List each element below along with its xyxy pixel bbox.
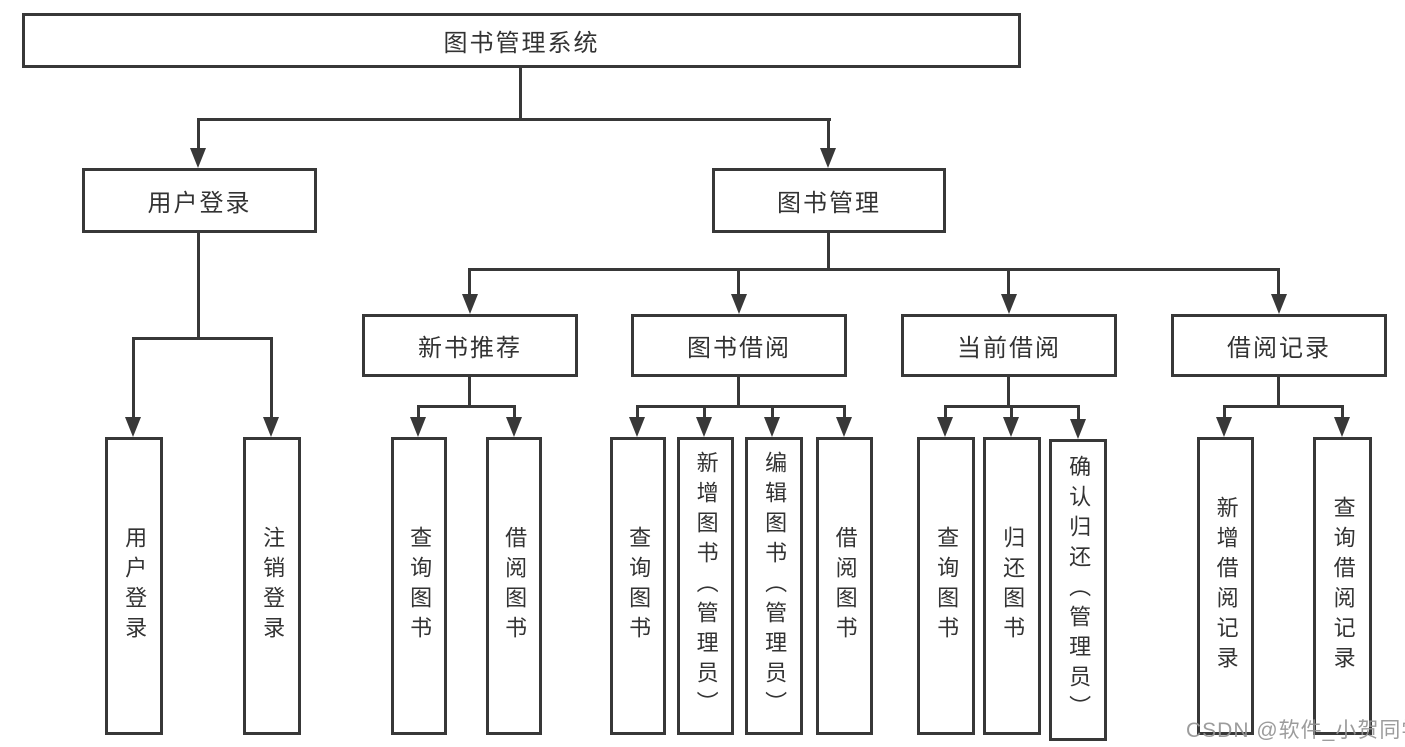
connector-group2-horizontal [636, 405, 846, 408]
connector-group4-drop-2 [1341, 405, 1344, 421]
node-root: 图书管理系统 [22, 13, 1021, 68]
node-current-borrowing-label: 当前借阅 [957, 335, 1061, 362]
arrow-down-icon [1003, 417, 1019, 437]
connector-book-mgmt-drop-2 [737, 268, 740, 298]
node-user-login: 用户登录 [82, 168, 317, 233]
arrow-down-icon [1001, 294, 1017, 314]
arrow-down-icon [410, 417, 426, 437]
leaf-recommend-borrow-books-label: 借阅图书 [502, 526, 528, 646]
leaf-add-books-admin-label: 新增图书（管理员） [693, 451, 719, 721]
connector-group1-drop-2 [513, 405, 516, 421]
connector-group4-horizontal [1223, 405, 1344, 408]
csdn-watermark: CSDN @软件_小贺同学 [1186, 719, 1405, 742]
connector-group1-drop-1 [417, 405, 420, 421]
leaf-query-borrow-record-label: 查询借阅记录 [1330, 496, 1356, 676]
arrow-down-icon [836, 417, 852, 437]
connector-group3-drop-1 [944, 405, 947, 421]
connector-group2-drop-1 [636, 405, 639, 421]
arrow-down-icon [820, 148, 836, 168]
leaf-recommend-borrow-books: 借阅图书 [486, 437, 542, 735]
connector-root-drop-left [197, 118, 200, 152]
connector-group2-drop-2 [703, 405, 706, 421]
leaf-current-query-books-label: 查询图书 [934, 526, 960, 646]
connector-book-mgmt-stem [827, 233, 830, 271]
connector-user-login-stem [197, 233, 200, 339]
arrow-down-icon [764, 417, 780, 437]
connector-group1-horizontal [417, 405, 516, 408]
arrow-down-icon [190, 148, 206, 168]
leaf-logout-label: 注销登录 [260, 526, 286, 646]
node-book-borrowing-label: 图书借阅 [687, 335, 791, 362]
leaf-add-books-admin: 新增图书（管理员） [677, 437, 734, 735]
connector-book-mgmt-drop-4 [1277, 268, 1280, 298]
leaf-current-query-books: 查询图书 [917, 437, 975, 735]
leaf-edit-books-admin-label: 编辑图书（管理员） [762, 451, 788, 721]
connector-group2-drop-4 [843, 405, 846, 421]
arrow-down-icon [1070, 419, 1086, 439]
arrow-down-icon [462, 294, 478, 314]
node-book-borrowing: 图书借阅 [631, 314, 847, 377]
leaf-edit-books-admin: 编辑图书（管理员） [745, 437, 803, 735]
node-book-management-label: 图书管理 [777, 190, 881, 217]
leaf-return-books: 归还图书 [983, 437, 1041, 735]
arrow-down-icon [506, 417, 522, 437]
leaf-return-books-label: 归还图书 [1000, 526, 1026, 646]
arrow-down-icon [696, 417, 712, 437]
node-borrowing-records: 借阅记录 [1171, 314, 1387, 377]
connector-root-horizontal [197, 118, 831, 121]
node-book-management: 图书管理 [712, 168, 946, 233]
connector-book-mgmt-drop-3 [1007, 268, 1010, 298]
connector-user-login-drop-2 [270, 337, 273, 421]
node-borrowing-records-label: 借阅记录 [1227, 335, 1331, 362]
arrow-down-icon [629, 417, 645, 437]
connector-book-mgmt-drop-1 [468, 268, 471, 298]
node-user-login-label: 用户登录 [147, 190, 252, 217]
leaf-borrowing-query-books-label: 查询图书 [626, 526, 652, 646]
leaf-query-borrow-record: 查询借阅记录 [1313, 437, 1372, 735]
connector-group4-drop-1 [1223, 405, 1226, 421]
leaf-recommend-query-books: 查询图书 [391, 437, 447, 735]
connector-group3-drop-2 [1010, 405, 1013, 421]
connector-root-drop-right [827, 118, 830, 152]
leaf-confirm-return-admin-label: 确认归还（管理员） [1066, 455, 1092, 725]
arrow-down-icon [1216, 417, 1232, 437]
leaf-logout: 注销登录 [243, 437, 301, 735]
node-new-book-recommendation: 新书推荐 [362, 314, 578, 377]
connector-user-login-horizontal [132, 337, 273, 340]
arrow-down-icon [731, 294, 747, 314]
connector-book-mgmt-horizontal [468, 268, 1280, 271]
leaf-add-borrow-record: 新增借阅记录 [1197, 437, 1254, 735]
arrow-down-icon [125, 417, 141, 437]
connector-group1-stem [468, 377, 471, 407]
leaf-add-borrow-record-label: 新增借阅记录 [1213, 496, 1239, 676]
arrow-down-icon [263, 417, 279, 437]
arrow-down-icon [1334, 417, 1350, 437]
leaf-borrowing-query-books: 查询图书 [610, 437, 666, 735]
leaf-confirm-return-admin: 确认归还（管理员） [1049, 439, 1107, 741]
connector-group4-stem [1277, 377, 1280, 407]
leaf-recommend-query-books-label: 查询图书 [407, 526, 433, 646]
node-new-book-recommendation-label: 新书推荐 [418, 335, 522, 362]
leaf-borrow-books-label: 借阅图书 [832, 526, 858, 646]
node-current-borrowing: 当前借阅 [901, 314, 1117, 377]
connector-group2-stem [737, 377, 740, 407]
node-root-label: 图书管理系统 [443, 30, 600, 57]
connector-group3-drop-3 [1077, 405, 1080, 423]
leaf-user-login-label: 用户登录 [122, 526, 148, 646]
connector-group3-stem [1007, 377, 1010, 407]
connector-user-login-drop-1 [132, 337, 135, 421]
leaf-user-login: 用户登录 [105, 437, 163, 735]
arrow-down-icon [1271, 294, 1287, 314]
leaf-borrow-books: 借阅图书 [816, 437, 873, 735]
connector-root-stem [519, 68, 522, 120]
arrow-down-icon [937, 417, 953, 437]
connector-group2-drop-3 [771, 405, 774, 421]
